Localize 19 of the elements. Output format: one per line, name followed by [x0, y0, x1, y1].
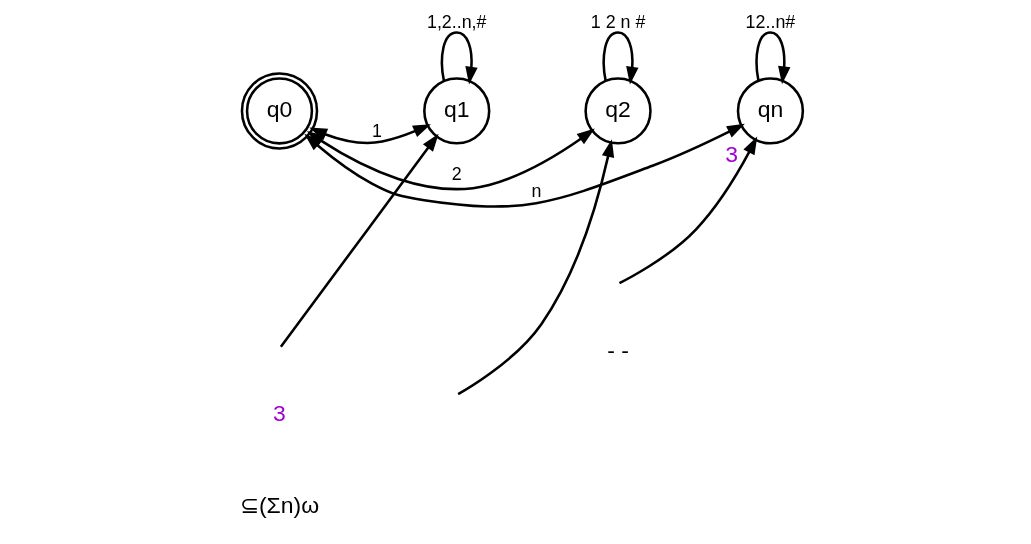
node-label: 3 [724, 140, 738, 167]
edge-label: 12..n# [745, 11, 795, 32]
arrow [754, 31, 790, 85]
edge-label: 2 [451, 164, 462, 185]
edge-label: 1 [371, 120, 382, 141]
node-circle: q2 [583, 77, 652, 145]
arrow [440, 31, 478, 85]
arrow [601, 31, 639, 85]
label: ⊆(Σn)ω [239, 492, 319, 519]
label: 3 [272, 400, 286, 427]
edge-label: 1,2..n,# [426, 11, 487, 32]
node-circle: q1 [422, 77, 490, 145]
label: - - [606, 336, 629, 363]
edge-label: n [530, 180, 541, 201]
arrow [457, 139, 614, 396]
arrow [618, 136, 757, 285]
node-circle: qn [736, 77, 804, 145]
edge-label: 1 2 n # [590, 11, 645, 32]
node-circle: q0 [240, 72, 318, 150]
